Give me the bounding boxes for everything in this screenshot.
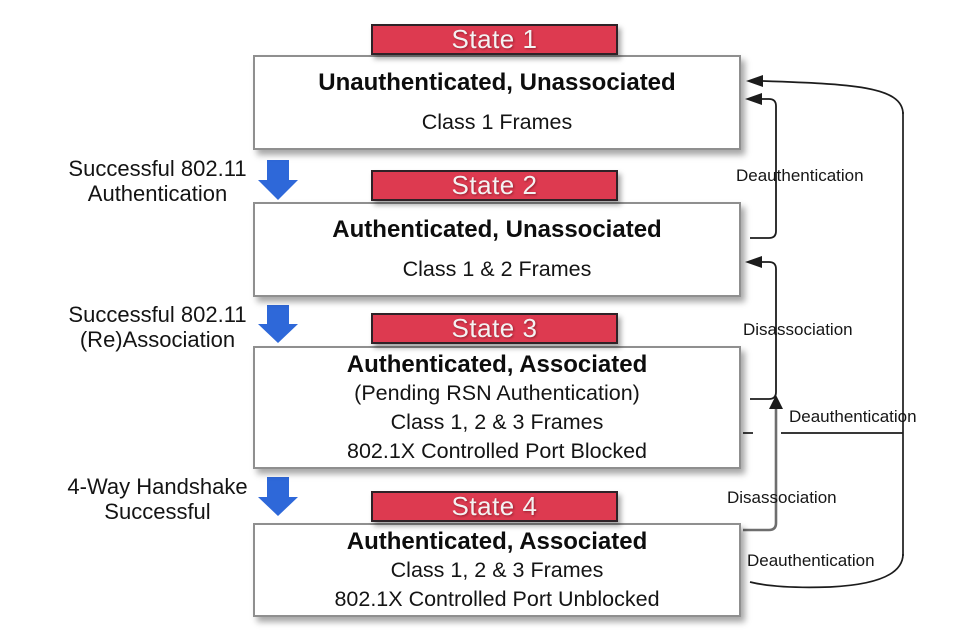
- state3-port-status: 802.1X Controlled Port Blocked: [347, 438, 647, 463]
- state3-title: Authenticated, Associated: [346, 350, 648, 378]
- state1-header: State 1: [371, 24, 618, 55]
- state2-title: Authenticated, Unassociated: [332, 216, 662, 243]
- arrowhead-into-state3-up-icon: [769, 395, 783, 409]
- state2-box: Authenticated, Unassociated Class 1 & 2 …: [253, 202, 741, 297]
- label-deauthentication-s3-s1: Deauthentication: [789, 407, 917, 426]
- label-deauthentication-s2-s1: Deauthentication: [736, 166, 864, 185]
- label-line: 4-Way Handshake: [67, 474, 248, 499]
- state1-header-label: State 1: [451, 24, 538, 54]
- down-arrow-icon: [258, 305, 298, 343]
- transition-state4-to-state3-line: [743, 404, 778, 532]
- label-successful-authentication: Successful 802.11 Authentication: [40, 156, 275, 206]
- state3-box: Authenticated, Associated (Pending RSN A…: [253, 346, 741, 469]
- state2-frames: Class 1 & 2 Frames: [402, 257, 592, 281]
- state3-frames: Class 1, 2 & 3 Frames: [390, 409, 604, 434]
- label-disassociation-s4-s3: Disassociation: [727, 488, 837, 507]
- state4-port-status: 802.1X Controlled Port Unblocked: [334, 586, 660, 611]
- label-line: (Re)Association: [79, 326, 236, 352]
- transition-state2-to-state1-line: [750, 98, 777, 239]
- arrowhead-into-state1-outer-icon: [746, 75, 763, 87]
- label-disassociation-s3-s2: Disassociation: [743, 320, 853, 339]
- outer-rail-top-curve: [762, 80, 904, 115]
- state2-header-label: State 2: [451, 170, 538, 200]
- state3-pending-rsn: (Pending RSN Authentication): [354, 380, 640, 405]
- state4-box: Authenticated, Associated Class 1, 2 & 3…: [253, 523, 741, 617]
- state1-title: Unauthenticated, Unassociated: [318, 69, 676, 96]
- state3-header-label: State 3: [451, 313, 538, 343]
- state4-title: Authenticated, Associated: [346, 527, 648, 555]
- label-4way-handshake: 4-Way Handshake Successful: [40, 474, 275, 524]
- down-arrow-icon: [258, 477, 298, 516]
- state4-frames: Class 1, 2 & 3 Frames: [390, 557, 604, 582]
- label-line: Successful 802.11: [68, 302, 247, 327]
- label-line: Successful 802.11: [68, 156, 247, 181]
- label-line: Successful: [104, 498, 211, 524]
- arrowhead-into-state1-inner-icon: [745, 93, 762, 105]
- state2-header: State 2: [371, 170, 618, 201]
- label-line: Authentication: [87, 180, 228, 206]
- down-arrow-icon: [258, 160, 298, 200]
- transition-state3-to-state2-line: [750, 261, 777, 400]
- state1-box: Unauthenticated, Unassociated Class 1 Fr…: [253, 55, 741, 150]
- transition-state4-to-state1-curve: [749, 553, 904, 589]
- state4-header: State 4: [371, 491, 618, 522]
- state4-header-label: State 4: [451, 491, 538, 521]
- label-successful-reassociation: Successful 802.11 (Re)Association: [40, 302, 275, 352]
- arrowhead-into-state2-icon: [745, 256, 762, 268]
- label-deauthentication-s4-s1: Deauthentication: [747, 551, 875, 570]
- state1-frames: Class 1 Frames: [421, 110, 573, 134]
- state3-header: State 3: [371, 313, 618, 344]
